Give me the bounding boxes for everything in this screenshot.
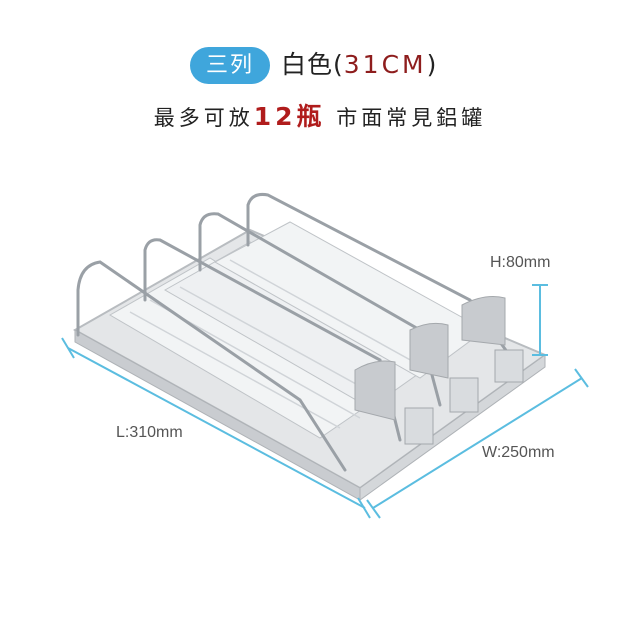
product-title: 白色(31CM)	[281, 46, 437, 83]
capacity-suffix: 市面常見鋁罐	[336, 106, 487, 130]
dimension-lines	[61, 284, 589, 519]
length-label: L:310mm	[116, 424, 183, 441]
height-label: H:80mm	[490, 254, 551, 271]
column-count-badge: 三列	[190, 47, 270, 84]
capacity-line: 最多可放12瓶 市面常見鋁罐	[0, 100, 640, 135]
title-suffix: )	[426, 50, 438, 79]
capacity-count: 12瓶	[253, 102, 326, 131]
rack-image	[72, 193, 548, 501]
length-dimension-line	[67, 347, 366, 509]
title-color: 白色(	[281, 50, 344, 79]
title-size: 31CM	[343, 50, 427, 79]
width-label: W:250mm	[482, 444, 555, 461]
capacity-prefix: 最多可放	[153, 106, 254, 130]
width-dimension-line	[372, 377, 583, 509]
